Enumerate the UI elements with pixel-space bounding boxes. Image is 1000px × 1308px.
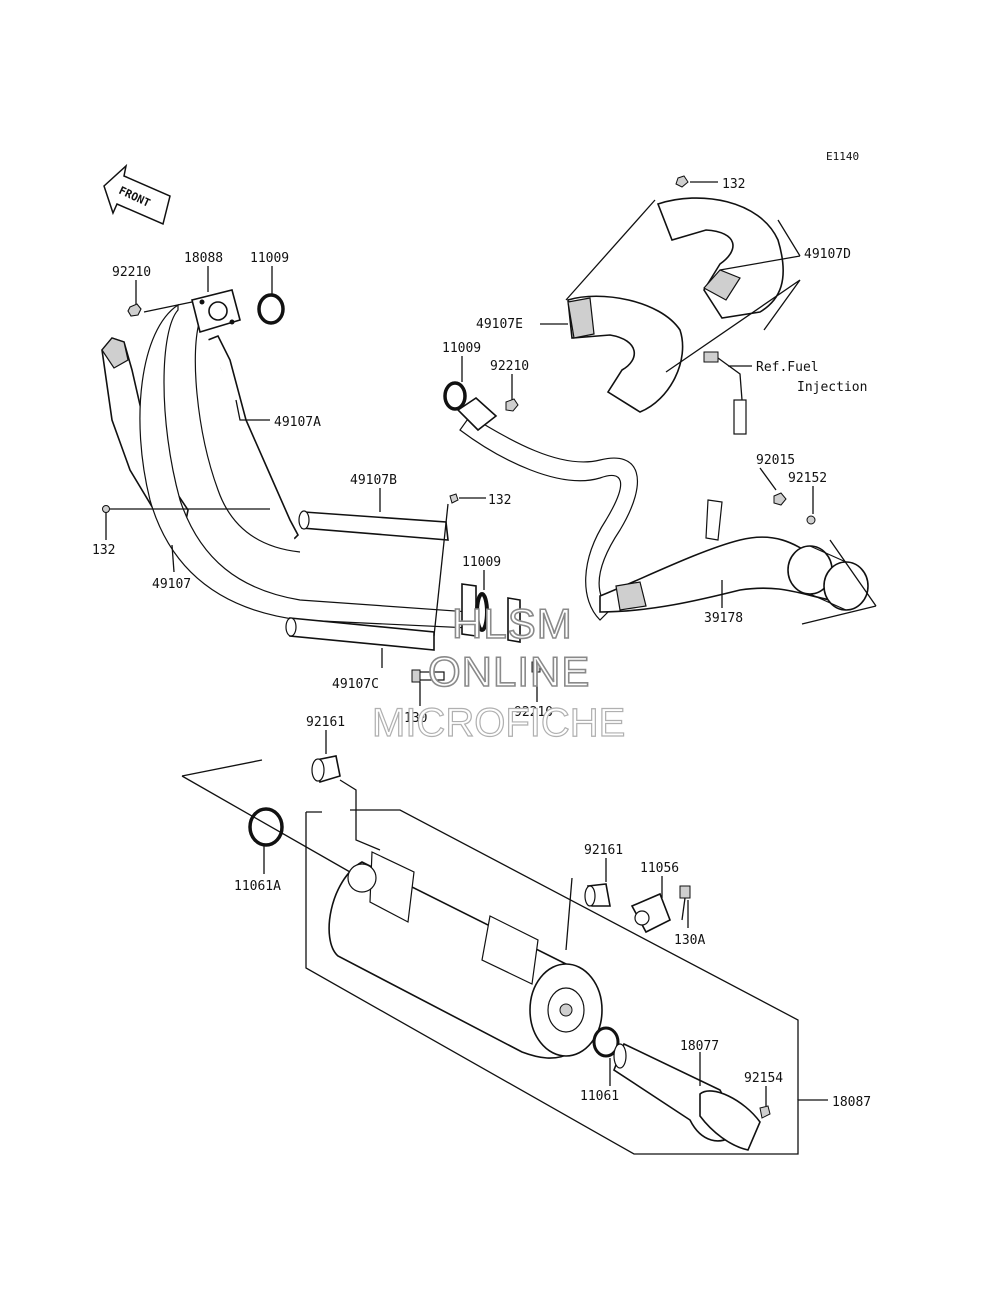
label-49107E[interactable]: 49107E <box>476 317 523 332</box>
label-11061[interactable]: 11061 <box>580 1089 619 1104</box>
header-pipe-left-inner <box>194 319 301 553</box>
gasket-11009-left <box>257 293 285 325</box>
nut-92210-left <box>127 303 142 317</box>
spacer-92161-right <box>584 883 611 907</box>
screw-92154 <box>759 1105 771 1119</box>
watermark-line1: HLSM <box>452 600 573 647</box>
nut-92210-center <box>531 661 541 673</box>
label-92210-center[interactable]: 92210 <box>514 705 553 720</box>
screw-132-left <box>102 505 110 513</box>
washer-92152 <box>806 515 816 525</box>
gasket-11061 <box>592 1026 620 1058</box>
gasket-11061A <box>248 807 284 847</box>
label-18087[interactable]: 18087 <box>832 1095 871 1110</box>
label-92210-right[interactable]: 92210 <box>490 359 529 374</box>
gasket-11009-right <box>443 381 467 411</box>
label-92154[interactable]: 92154 <box>744 1071 783 1086</box>
watermark-line2: ONLINE <box>428 648 590 695</box>
screw-132-center <box>449 493 459 504</box>
clamp-11056 <box>630 892 672 934</box>
header-pipe-left <box>139 303 471 629</box>
heat-shield-49107B <box>298 510 449 541</box>
label-49107[interactable]: 49107 <box>152 577 191 592</box>
label-18088[interactable]: 18088 <box>184 251 223 266</box>
label-132-center[interactable]: 132 <box>488 493 511 508</box>
label-132-top[interactable]: 132 <box>722 177 745 192</box>
label-92210-left[interactable]: 92210 <box>112 265 151 280</box>
watermark: HLSM ONLINE MICROFICHE <box>371 599 626 745</box>
heat-guard-49107E <box>567 295 684 413</box>
reference-note-line1: Ref.Fuel <box>756 360 819 375</box>
flange-18088 <box>191 289 241 334</box>
bolt-130 <box>411 669 445 683</box>
flange-right <box>456 396 498 432</box>
label-49107C[interactable]: 49107C <box>332 677 379 692</box>
label-92161-left[interactable]: 92161 <box>306 715 345 730</box>
bolt-130A <box>679 885 691 921</box>
reference-note-line2: Injection <box>797 380 867 395</box>
oxygen-sensor-icon <box>703 351 747 541</box>
label-92015[interactable]: 92015 <box>756 453 795 468</box>
screw-132-top <box>675 175 689 188</box>
label-11009-right[interactable]: 11009 <box>442 341 481 356</box>
label-49107B[interactable]: 49107B <box>350 473 397 488</box>
watermark-line3: MICROFICHE <box>372 701 625 745</box>
label-92161-right[interactable]: 92161 <box>584 843 623 858</box>
label-130A[interactable]: 130A <box>674 933 705 948</box>
label-11056[interactable]: 11056 <box>640 861 679 876</box>
nut-92015 <box>773 492 787 506</box>
heat-guard-49107D <box>656 197 784 319</box>
label-132-left[interactable]: 132 <box>92 543 115 558</box>
label-11061A[interactable]: 11061A <box>234 879 281 894</box>
spacer-92161-left <box>311 755 341 784</box>
label-11009-center[interactable]: 11009 <box>462 555 501 570</box>
header-pipe-right <box>459 415 638 621</box>
label-39178[interactable]: 39178 <box>704 611 743 626</box>
heat-shield-49107C <box>285 617 435 651</box>
exhaust-collector-39178 <box>599 536 869 613</box>
label-92152[interactable]: 92152 <box>788 471 827 486</box>
label-18077[interactable]: 18077 <box>680 1039 719 1054</box>
muffler-18087 <box>328 851 603 1059</box>
nut-92210-right <box>505 398 519 412</box>
label-11009-left[interactable]: 11009 <box>250 251 289 266</box>
front-arrow-icon: FRONT <box>103 163 171 226</box>
tailpipe-18077 <box>613 1042 761 1151</box>
diagram-code: E1140 <box>826 150 859 163</box>
label-49107A[interactable]: 49107A <box>274 415 321 430</box>
gasket-11009-center <box>475 592 489 632</box>
label-130[interactable]: 130 <box>404 711 427 726</box>
center-joint-flange <box>461 583 521 643</box>
leader-lines <box>105 181 877 1155</box>
label-49107D[interactable]: 49107D <box>804 247 851 262</box>
